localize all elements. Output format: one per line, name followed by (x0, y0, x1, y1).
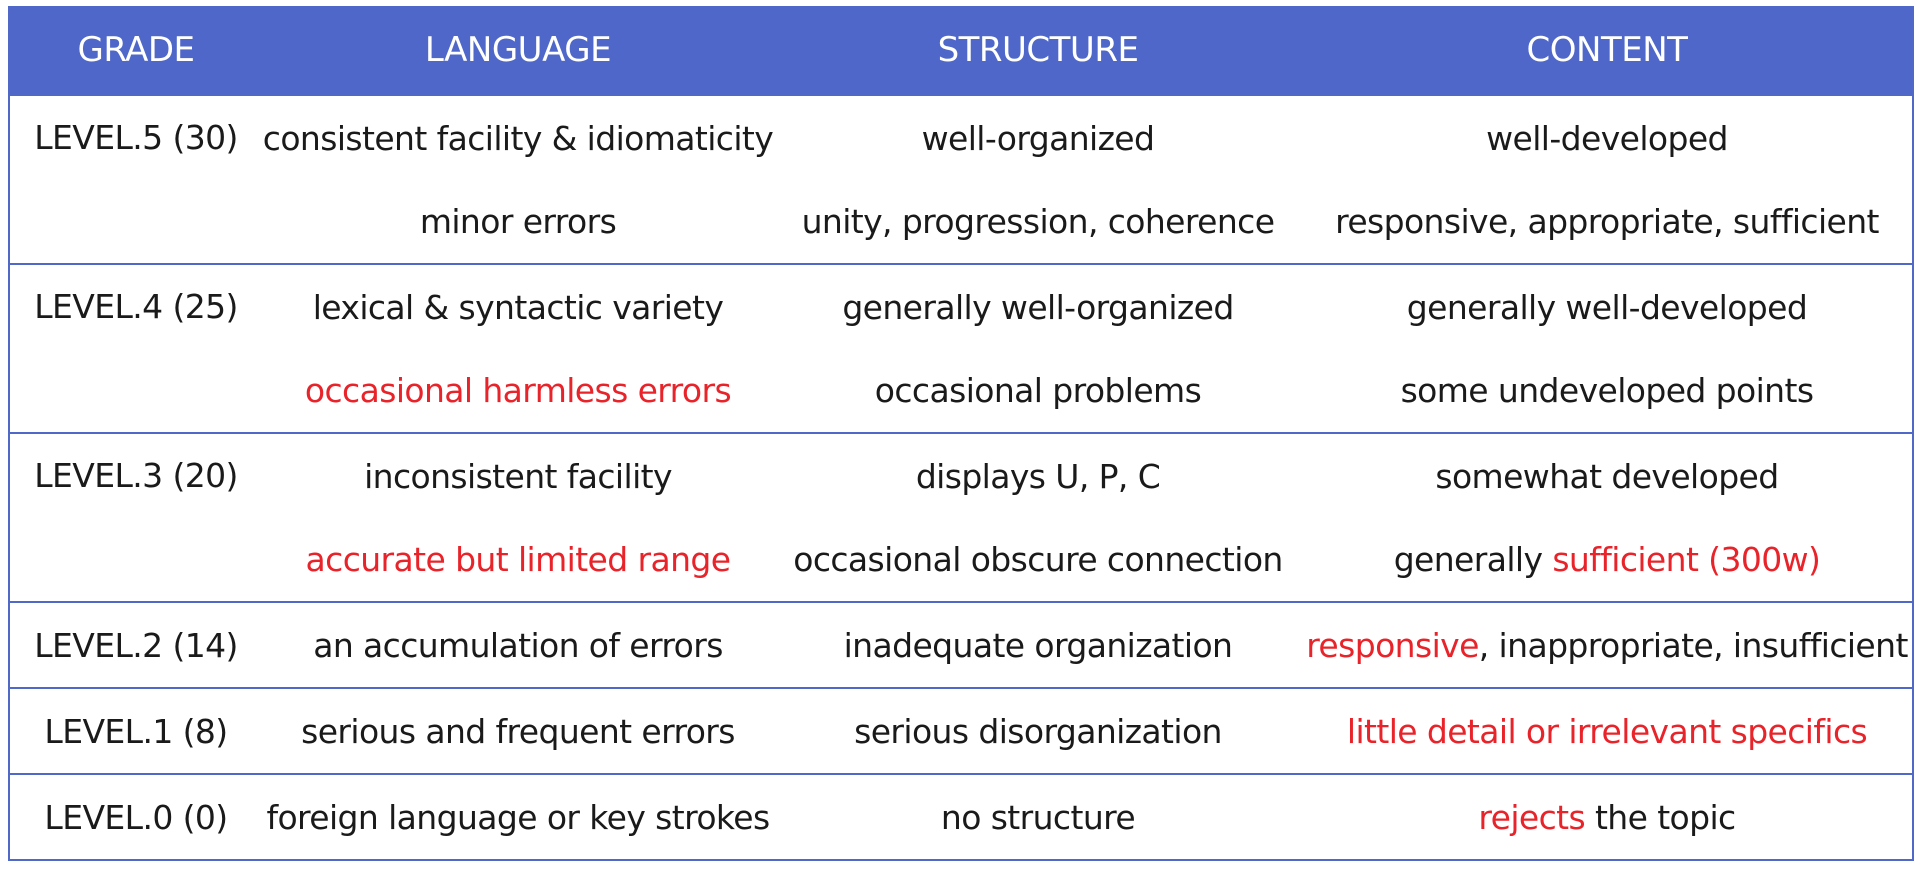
structure-cell: serious disorganization (774, 689, 1302, 773)
grade-cell: LEVEL.2 (14) (34, 625, 238, 665)
structure-cell: displays U, P, C occasional obscure conn… (774, 434, 1302, 601)
header-structure: STRUCTURE (937, 30, 1139, 70)
content-line: somewhat developed (1435, 456, 1779, 496)
language-line-highlighted: occasional harmless errors (304, 371, 732, 411)
content-text-highlighted: responsive (1306, 625, 1479, 665)
grading-rubric-table: GRADE LANGUAGE STRUCTURE CONTENT LEVEL.5… (8, 6, 1914, 861)
language-line: foreign language or key strokes (266, 797, 770, 837)
structure-line: displays U, P, C (915, 456, 1161, 496)
content-text: generally (1393, 540, 1553, 580)
language-cell: inconsistent facility accurate but limit… (262, 434, 774, 601)
grade-cell: LEVEL.1 (8) (44, 711, 228, 751)
content-cell: responsive, inappropriate, insufficient (1302, 603, 1912, 687)
content-cell: well-developed responsive, appropriate, … (1302, 96, 1912, 263)
header-language: LANGUAGE (424, 30, 612, 70)
language-cell: lexical & syntactic variety occasional h… (262, 265, 774, 432)
language-cell: foreign language or key strokes (262, 775, 774, 859)
grade-cell: LEVEL.0 (0) (44, 797, 228, 837)
content-line-mixed: rejects the topic (1302, 775, 1912, 859)
content-line-mixed: generally sufficient (300w) (1302, 518, 1912, 601)
table-header: GRADE LANGUAGE STRUCTURE CONTENT (10, 6, 1912, 94)
language-line: lexical & syntactic variety (312, 287, 724, 327)
language-cell: consistent facility & idiomaticity minor… (262, 96, 774, 263)
grade-cell: LEVEL.4 (25) (34, 287, 238, 326)
header-grade: GRADE (77, 30, 195, 70)
grade-cell: LEVEL.3 (20) (34, 456, 238, 495)
content-cell: generally well-developed some undevelope… (1302, 265, 1912, 432)
content-line: responsive, appropriate, sufficient (1335, 202, 1879, 242)
structure-cell: no structure (774, 775, 1302, 859)
language-line: an accumulation of errors (313, 625, 723, 665)
table-row: LEVEL.1 (8) serious and frequent errors … (10, 687, 1912, 773)
content-text: , inappropriate, insufficient (1478, 625, 1909, 665)
content-cell: rejects the topic (1302, 775, 1912, 859)
structure-line: unity, progression, coherence (801, 202, 1275, 242)
table-row: LEVEL.2 (14) an accumulation of errors i… (10, 601, 1912, 687)
content-line: some undeveloped points (1400, 371, 1814, 411)
content-line-mixed: responsive, inappropriate, insufficient (1302, 603, 1912, 687)
language-cell: an accumulation of errors (262, 603, 774, 687)
language-line-highlighted: accurate but limited range (305, 540, 732, 580)
structure-cell: generally well-organized occasional prob… (774, 265, 1302, 432)
content-cell: somewhat developed generally sufficient … (1302, 434, 1912, 601)
content-text-highlighted: rejects (1478, 797, 1586, 837)
table-row: LEVEL.4 (25) lexical & syntactic variety… (10, 263, 1912, 432)
language-cell: serious and frequent errors (262, 689, 774, 773)
structure-line: serious disorganization (854, 711, 1222, 751)
structure-line: generally well-organized (842, 287, 1234, 327)
structure-cell: well-organized unity, progression, coher… (774, 96, 1302, 263)
table-row: LEVEL.0 (0) foreign language or key stro… (10, 773, 1912, 859)
language-line: minor errors (419, 202, 617, 242)
structure-cell: inadequate organization (774, 603, 1302, 687)
content-text: the topic (1585, 797, 1736, 837)
structure-line: no structure (940, 797, 1136, 837)
language-line: serious and frequent errors (301, 711, 735, 751)
language-line: consistent facility & idiomaticity (262, 118, 774, 158)
content-line-highlighted: little detail or irrelevant specifics (1346, 711, 1868, 751)
content-line: generally well-developed (1406, 287, 1808, 327)
content-text-highlighted: sufficient (300w) (1552, 540, 1821, 580)
table-row: LEVEL.3 (20) inconsistent facility accur… (10, 432, 1912, 601)
grade-cell: LEVEL.5 (30) (34, 118, 238, 157)
structure-line: occasional problems (874, 371, 1202, 411)
structure-line: inadequate organization (843, 625, 1233, 665)
structure-line: well-organized (921, 118, 1155, 158)
table-row: LEVEL.5 (30) consistent facility & idiom… (10, 94, 1912, 263)
language-line: inconsistent facility (364, 456, 672, 496)
structure-line: occasional obscure connection (793, 540, 1283, 580)
content-cell: little detail or irrelevant specifics (1302, 689, 1912, 773)
header-content: CONTENT (1526, 30, 1688, 70)
content-line: well-developed (1486, 118, 1728, 158)
